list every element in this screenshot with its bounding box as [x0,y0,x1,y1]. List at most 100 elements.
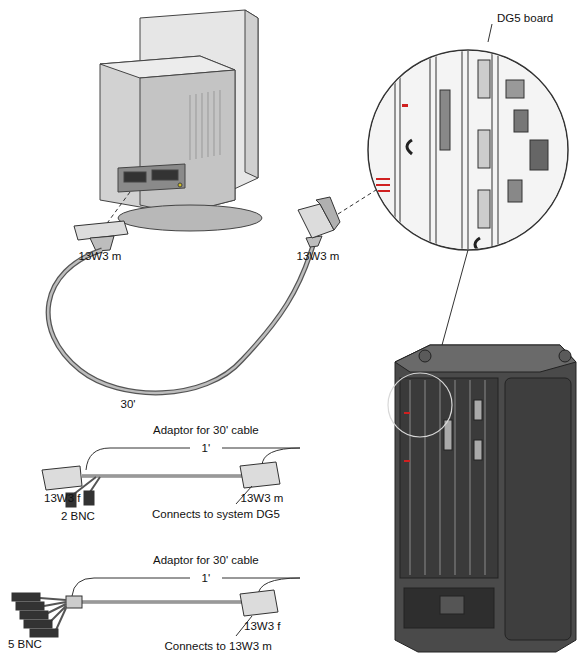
system-chassis-part [400,378,498,578]
board-label: DG5 board [497,12,553,25]
adaptor-title: Adaptor for 30' cable [153,424,259,437]
length-label: 1' [202,572,211,585]
adaptor-title: Adaptor for 30' cable [153,554,259,567]
magnifier-part [407,140,412,154]
adaptor-two-bnc [42,448,300,507]
adaptor-five-bnc-part [20,611,48,619]
note-label: Connects to system DG5 [152,508,280,521]
magnifier-part [376,184,390,186]
connector-label: 5 BNC [8,638,42,651]
magnifier-part [478,60,490,98]
magnifier-part [530,140,548,170]
monitor-part [220,90,221,155]
system-chassis-part [505,378,571,640]
magnifier-part [376,190,390,192]
adaptor-five-bnc-part [24,620,52,628]
system-chassis-part [404,460,410,462]
length-label: 30' [121,398,136,411]
system-plug-part [316,197,340,230]
system-chassis-part [388,373,452,437]
magnifier [368,24,568,378]
system-chassis-part [395,345,576,652]
magnifier-part [498,50,499,250]
monitor-part [208,92,209,157]
system-chassis-part [440,596,464,614]
video-cable-part [48,242,314,393]
monitor-part [140,70,235,214]
system-chassis-part [410,380,411,575]
video-cable-part [48,242,314,393]
magnifier-part [492,50,493,250]
system-chassis-part [425,380,426,575]
adaptor-two-bnc-part [42,466,82,490]
monitor-part [196,94,197,159]
connector-label: 13W3 f [44,492,80,505]
magnifier-part [475,238,480,252]
monitor-part [118,164,185,192]
magnifier-part [436,50,437,250]
system-chassis-part [410,380,485,575]
magnifier-part [430,50,431,250]
system-chassis [388,345,576,652]
system-chassis-part [404,588,494,628]
magnifier-part [462,50,463,250]
monitor-plug-part [90,236,114,251]
monitor-part [214,91,215,156]
adaptor-five-bnc-part [16,602,44,610]
monitor-part [178,183,182,187]
monitor [100,10,262,231]
monitor-part [202,93,203,158]
magnifier-part [506,80,524,98]
magnifier-part [395,50,396,250]
monitor-plug [74,192,130,251]
system-chassis-part [440,380,441,575]
monitor-part [118,205,262,231]
monitor-part [190,90,220,160]
system-chassis-part [474,440,482,460]
system-chassis-part [455,380,456,575]
system-chassis-part [559,350,571,362]
magnifier-part [478,190,490,228]
magnifier-part [468,50,469,250]
adaptor-two-bnc-part [240,462,280,488]
system-chassis-part [404,412,410,414]
adaptor-five-bnc-part [66,596,82,608]
monitor-part [100,56,235,214]
connector-label: 13W3 m [79,250,122,263]
connector-label: 13W3 m [241,492,284,505]
connector-label: 2 BNC [61,510,95,523]
magnifier-part [514,110,528,132]
magnifier-part [368,50,568,250]
system-chassis-part [485,380,486,575]
monitor-part [152,170,178,180]
adaptor-five-bnc-part [30,629,58,637]
system-chassis-part [395,345,576,372]
video-cable [48,242,314,393]
connector-label: 13W3 f [244,620,280,633]
note-label: Connects to 13W3 m [165,640,272,653]
length-label: 1' [202,442,211,455]
system-chassis-part [470,380,471,575]
magnifier-part [478,130,490,168]
monitor-plug-part [105,192,130,226]
magnifier-part [368,50,568,252]
magnifier-part [402,104,408,107]
adaptor-two-bnc-part [84,491,94,505]
monitor-part [245,10,258,178]
magnifier-part [400,50,401,250]
magnifier-part [508,180,522,202]
system-chassis-part [474,400,482,420]
magnifier-part [440,90,450,150]
adaptor-five-bnc-part [80,601,244,604]
adaptor-five-bnc [12,578,300,637]
adaptor-five-bnc-part [240,590,278,616]
monitor-part [190,95,191,160]
system-chassis-part [419,350,431,362]
magnifier-part [368,50,568,250]
monitor-part [124,172,146,182]
adaptor-two-bnc-part [82,475,244,478]
adaptor-two-bnc-part [82,476,244,477]
connector-label: 13W3 m [297,250,340,263]
